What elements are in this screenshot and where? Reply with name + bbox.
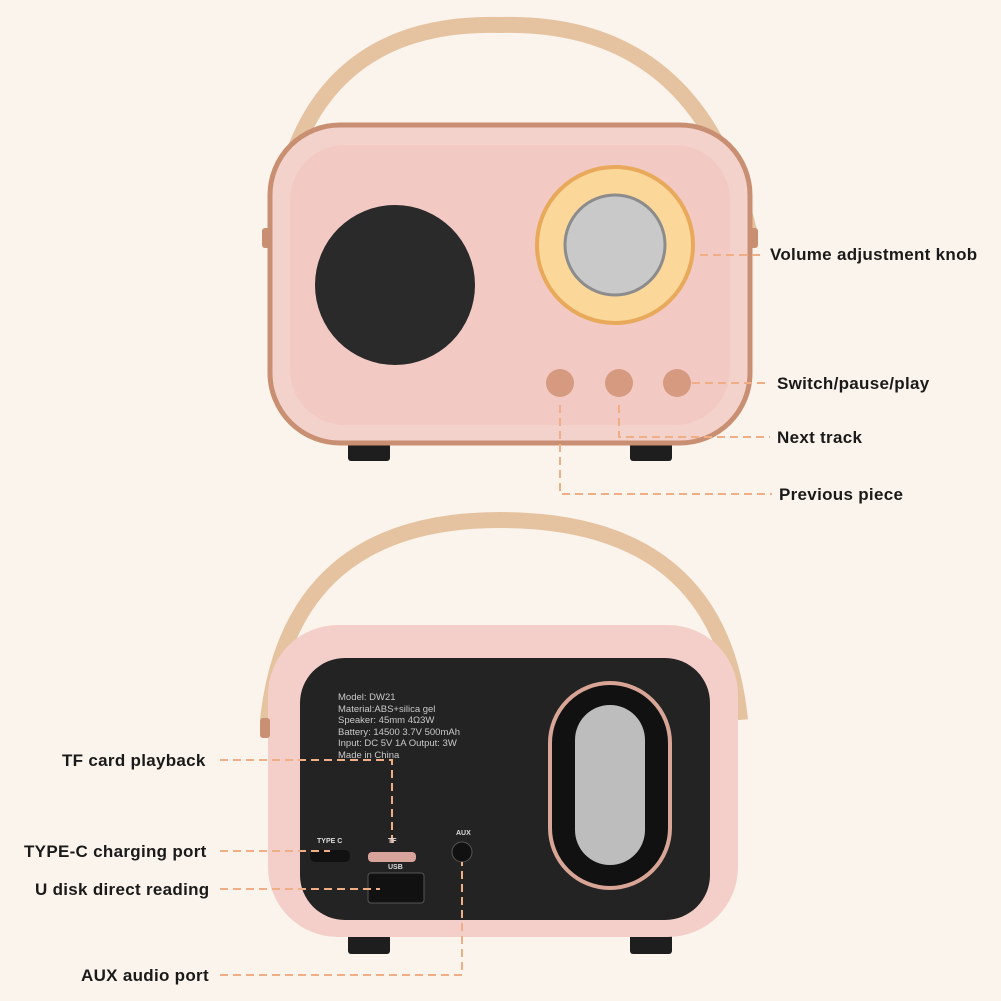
callout-previous-piece: Previous piece xyxy=(779,485,904,504)
aux-port-label: AUX xyxy=(456,830,471,837)
callout-type-c: TYPE-C charging port xyxy=(24,842,207,861)
volume-knob xyxy=(563,193,667,297)
back-radio xyxy=(260,511,748,954)
callout-aux: AUX audio port xyxy=(81,966,209,985)
front-radio xyxy=(262,16,758,461)
callout-volume-knob: Volume adjustment knob xyxy=(770,245,978,264)
type-c-port-label: TYPE C xyxy=(317,838,343,845)
speaker-grille xyxy=(315,205,475,365)
tf-port-label: TF xyxy=(388,838,397,845)
spec-line: Made in China xyxy=(338,749,400,761)
callout-u-disk: U disk direct reading xyxy=(35,880,210,899)
spec-line: Material:ABS+silica gel xyxy=(338,703,436,715)
handle xyxy=(267,16,758,237)
callout-switch-pause-play: Switch/pause/play xyxy=(777,374,930,393)
spec-line: Speaker: 45mm 4Ω3W xyxy=(338,715,435,726)
next-button xyxy=(605,369,633,397)
spec-line: Battery: 14500 3.7V 500mAh xyxy=(338,726,460,738)
spec-line: Model: DW21 xyxy=(338,692,396,703)
callout-next-track: Next track xyxy=(777,428,863,447)
callout-tf-card: TF card playback xyxy=(62,751,206,770)
spec-line: Input: DC 5V 1A Output: 3W xyxy=(338,738,457,749)
passive-radiator xyxy=(575,705,645,865)
power-play-button xyxy=(663,369,691,397)
callout-lines xyxy=(220,254,772,976)
usb-port-label: USB xyxy=(388,864,403,871)
spec-text: Model: DW21 Material:ABS+silica gel Spea… xyxy=(338,692,460,761)
previous-button xyxy=(546,369,574,397)
